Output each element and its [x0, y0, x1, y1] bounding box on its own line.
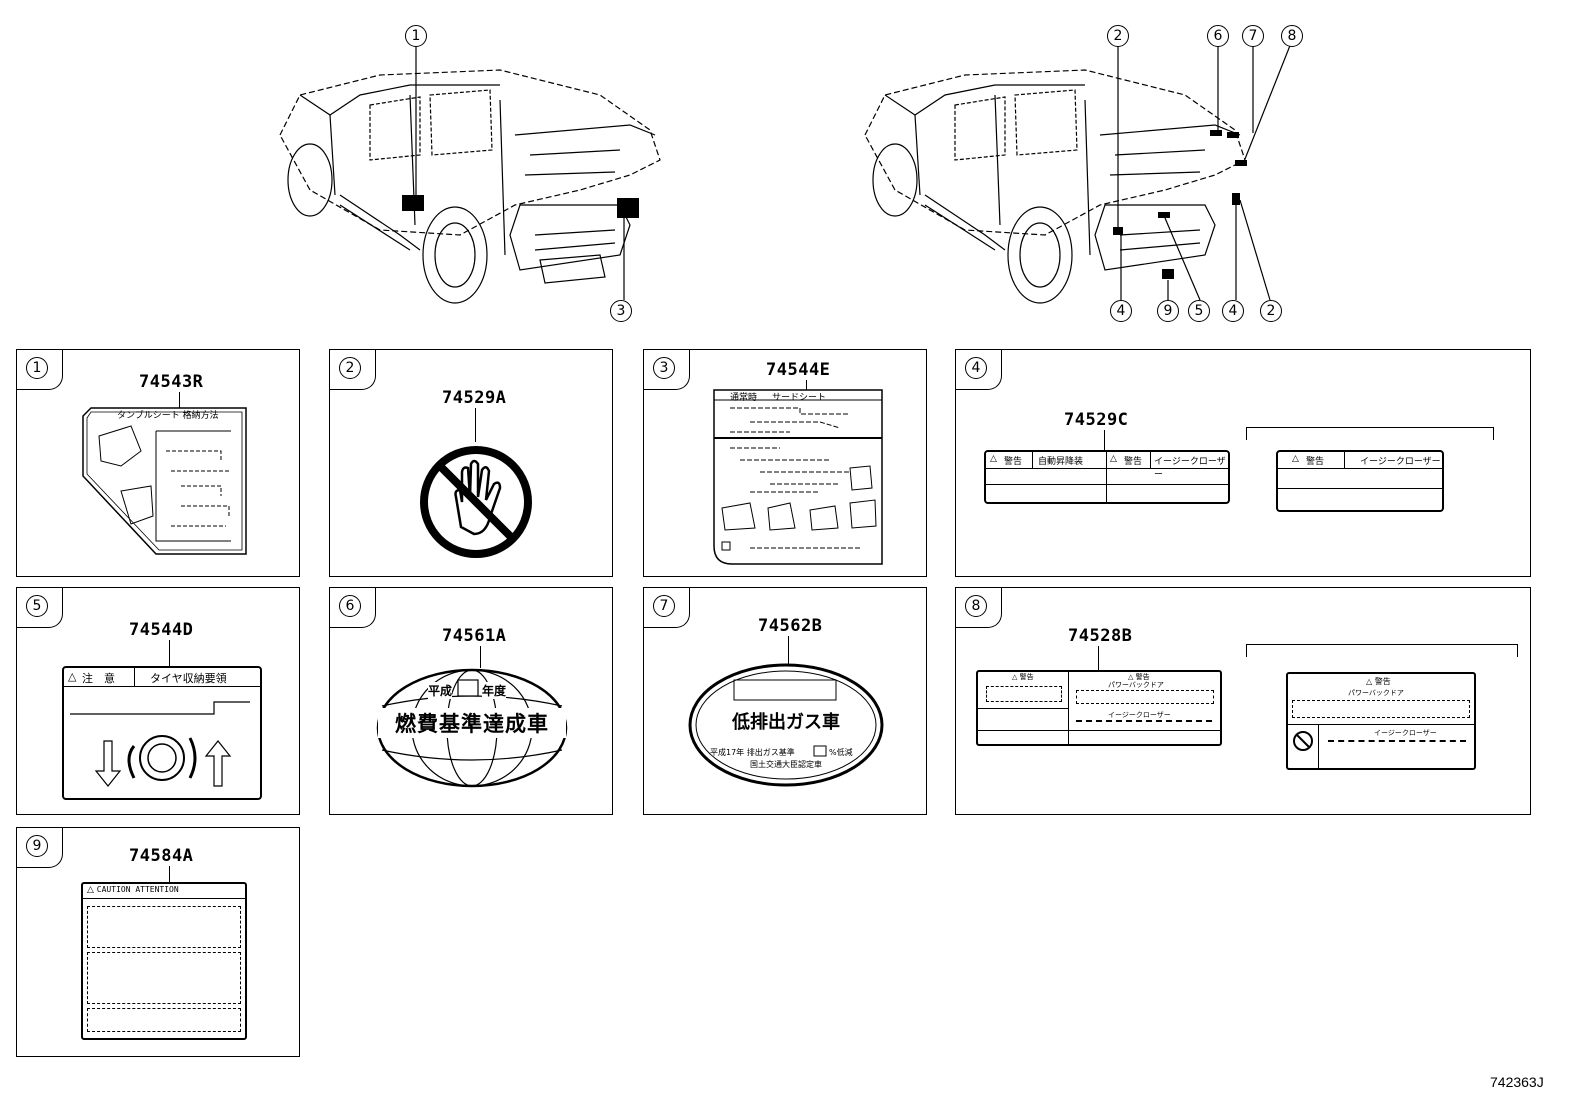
panel-index: 9	[26, 835, 48, 857]
label-header-a: 注 意	[82, 672, 115, 685]
callout-5: 5	[1188, 300, 1210, 322]
right-t1: パワーバックドア	[1348, 689, 1404, 697]
left-c1: 警告	[1004, 457, 1023, 467]
low-emission-main: 低排出ガス車	[732, 712, 840, 733]
third-seat-label	[713, 389, 883, 565]
caution-attention-label: △ CAUTION ATTENTION	[81, 882, 247, 1040]
panel-index: 6	[339, 595, 361, 617]
low-emission-line1-a: 平成17年 排出ガス基準	[710, 748, 795, 757]
part-number: 74544E	[766, 360, 831, 380]
fuel-main-text: 燃費基準達成車	[378, 708, 566, 738]
left-t1: パワーバックドア	[1108, 681, 1164, 689]
part-number: 74584A	[129, 846, 194, 866]
no-touch-icon	[1293, 731, 1313, 751]
label-left: △ 警告 自動昇降装 △ 警告 イージークローザー	[984, 450, 1230, 504]
callout-2-top: 2	[1107, 25, 1129, 47]
low-emission-label	[688, 663, 884, 787]
callout-8: 8	[1281, 25, 1303, 47]
right-c1: 警告	[1306, 457, 1325, 467]
panel-index: 4	[965, 357, 987, 379]
callout-1: 1	[405, 25, 427, 47]
fuel-top-a: 平成	[428, 682, 453, 699]
callout-6: 6	[1207, 25, 1229, 47]
tire-storage-label: △ 注 意 タイヤ収納要領	[62, 666, 262, 800]
part-number: 74544D	[129, 620, 194, 640]
callout-7: 7	[1242, 25, 1264, 47]
panel-6: 6 74561A 平成 年度 燃費基準達成車	[329, 587, 613, 815]
panel-4: 4 74529C △ 警告 自動昇降装 △ 警告 イージークローザー △ 警告 …	[955, 349, 1531, 577]
right-t2: イージークローザー	[1374, 729, 1437, 737]
label-right: △ 警告 イージークローザー	[1276, 450, 1444, 512]
label-header-b: タイヤ収納要領	[150, 672, 227, 685]
panel-1: 1 74543R タンブルシート 格納方法	[16, 349, 300, 577]
panel-index: 8	[965, 595, 987, 617]
right-h: △ 警告	[1366, 677, 1391, 686]
label-header: タンブルシート 格納方法	[117, 411, 219, 421]
panel-3: 3 74544E 通常時 サードシート	[643, 349, 927, 577]
panel-5: 5 74544D △ 注 意 タイヤ収納要領	[16, 587, 300, 815]
panel-index: 3	[653, 357, 675, 379]
part-number: 74561A	[442, 626, 507, 646]
label-left: △ 警告 △ 警告 パワーバックドア イージークローザー	[976, 670, 1222, 746]
part-number: 74543R	[139, 372, 204, 392]
bracket-line	[1246, 644, 1518, 657]
label-header-a: 通常時	[730, 393, 758, 403]
label-header-b: サードシート	[772, 393, 827, 403]
left-c2b: イージークローザー	[1154, 457, 1226, 480]
fuel-top-b: 年度	[482, 682, 507, 699]
left-c1b: 自動昇降装	[1038, 457, 1084, 467]
low-emission-line1-b: %低減	[829, 748, 853, 757]
callout-2-bottom: 2	[1260, 300, 1282, 322]
panel-8: 8 74528B △ 警告 △ 警告 パワーバックドア イージークローザー △ …	[955, 587, 1531, 815]
tire-rotation-icon	[70, 701, 250, 787]
callout-4-right: 4	[1222, 300, 1244, 322]
left-h1: △ 警告	[1012, 673, 1034, 681]
vehicle-right-illustration	[864, 42, 1292, 304]
tumble-seat-label	[82, 407, 247, 555]
part-number: 74529A	[442, 388, 507, 408]
part-number: 74529C	[1064, 410, 1129, 430]
part-number: 74528B	[1068, 626, 1133, 646]
callout-9: 9	[1157, 300, 1179, 322]
left-t2: イージークローザー	[1108, 711, 1171, 719]
vehicle-left-illustration	[279, 43, 661, 304]
part-number: 74562B	[758, 616, 823, 636]
callout-4-left: 4	[1110, 300, 1132, 322]
label-header: CAUTION ATTENTION	[96, 885, 179, 894]
panel-7: 7 74562B 低排出ガス車 平成17年 排出ガス基準 %低減 国土交通大臣認…	[643, 587, 927, 815]
panel-index: 7	[653, 595, 675, 617]
panel-index: 1	[26, 357, 48, 379]
no-touch-icon	[420, 446, 532, 558]
callout-3: 3	[610, 300, 632, 322]
label-right: △ 警告 パワーバックドア イージークローザー	[1286, 672, 1476, 770]
left-c2: 警告	[1124, 457, 1143, 467]
panel-2: 2 74529A	[329, 349, 613, 577]
left-h2: △ 警告	[1128, 673, 1150, 681]
bracket-line	[1246, 427, 1494, 440]
diagram-id: 742363J	[1490, 1074, 1544, 1090]
right-c1b: イージークローザー	[1360, 457, 1441, 467]
panel-index: 2	[339, 357, 361, 379]
panel-9: 9 74584A △ CAUTION ATTENTION	[16, 827, 300, 1057]
low-emission-line2: 国土交通大臣認定車	[750, 760, 822, 769]
panel-index: 5	[26, 595, 48, 617]
